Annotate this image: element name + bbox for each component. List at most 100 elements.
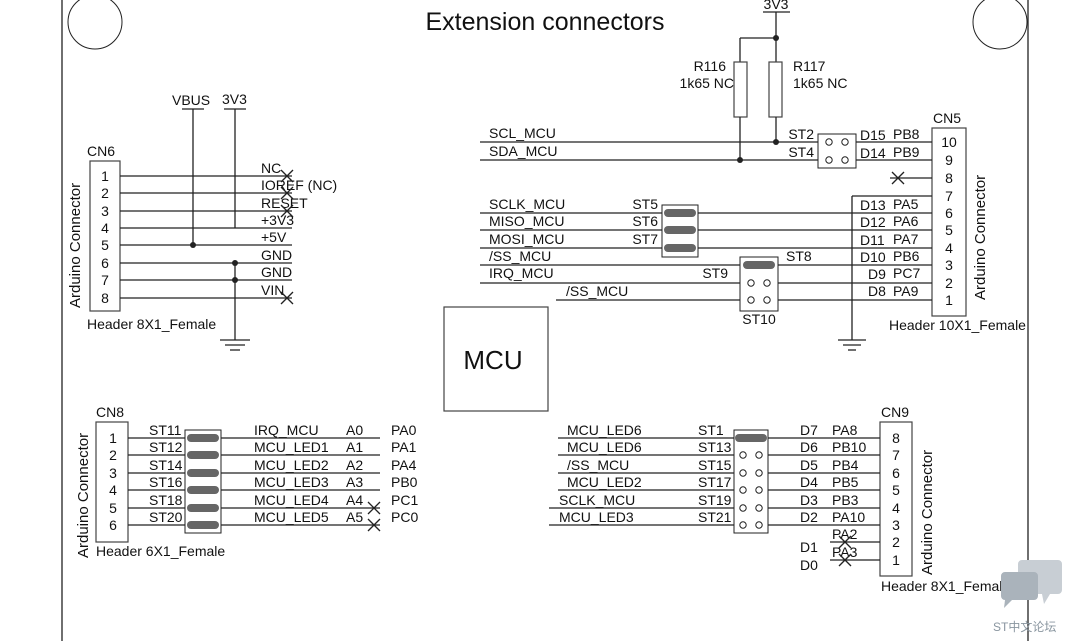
jumper-label: ST9 bbox=[702, 265, 728, 281]
jumper-closed bbox=[187, 469, 219, 477]
cn6-ref: CN6 bbox=[87, 143, 115, 159]
cn9-footer: Header 8X1_Female bbox=[881, 578, 1010, 594]
jumper-open bbox=[755, 469, 763, 477]
net-label: /SS_MCU bbox=[567, 457, 629, 473]
jumper-closed bbox=[664, 244, 696, 252]
port-label: PA10 bbox=[832, 509, 865, 525]
net-label: MCU_LED3 bbox=[254, 474, 329, 490]
port-label: PB5 bbox=[832, 474, 859, 490]
cn9-pin-number: 1 bbox=[892, 552, 900, 568]
jumper-open bbox=[739, 504, 747, 512]
jumper-label: ST21 bbox=[698, 509, 732, 525]
jumper-label: ST14 bbox=[149, 457, 183, 473]
mounting-hole-left bbox=[67, 0, 123, 50]
jumper-closed bbox=[187, 451, 219, 459]
jumper-label: ST4 bbox=[788, 144, 814, 160]
resistor-r116 bbox=[733, 61, 748, 118]
jumper-label: ST18 bbox=[149, 492, 183, 508]
net-label: IRQ_MCU bbox=[254, 422, 319, 438]
jumper-open bbox=[747, 296, 755, 304]
net-label: SDA_MCU bbox=[489, 143, 557, 159]
jumper-label: ST16 bbox=[149, 474, 183, 490]
cn6-signal-label: IOREF (NC) bbox=[261, 177, 337, 193]
no-connect-mark bbox=[367, 501, 381, 515]
cn8-side-label: Arduino Connector bbox=[75, 433, 92, 558]
cn9-header bbox=[879, 421, 913, 577]
arduino-pin-label: A3 bbox=[346, 474, 363, 490]
cn6-signal-label: VIN bbox=[261, 282, 284, 298]
cn8-pin-number: 5 bbox=[109, 500, 117, 516]
cn6-pin-number: 1 bbox=[101, 168, 109, 184]
net-label: SCLK_MCU bbox=[489, 196, 565, 212]
r117-ref: R117 bbox=[793, 58, 826, 74]
jumper-open bbox=[755, 486, 763, 494]
port-label: PC1 bbox=[391, 492, 418, 508]
arduino-pin-label: D3 bbox=[800, 492, 818, 508]
jumper-open bbox=[825, 138, 833, 146]
port-label: PC7 bbox=[893, 265, 920, 281]
r116-value: 1k65 NC bbox=[680, 75, 734, 91]
jumper-label: ST12 bbox=[149, 439, 183, 455]
port-label: PB9 bbox=[893, 144, 920, 160]
cn6-signal-label: GND bbox=[261, 247, 292, 263]
net-label: MCU_LED6 bbox=[567, 439, 642, 455]
arduino-pin-label: D14 bbox=[860, 145, 886, 161]
mounting-hole-right bbox=[972, 0, 1028, 50]
r116-ref: R116 bbox=[694, 58, 727, 74]
cn9-pin-number: 4 bbox=[892, 500, 900, 516]
cn8-pin-number: 3 bbox=[109, 465, 117, 481]
cn6-pin-number: 5 bbox=[101, 237, 109, 253]
jumper-label: ST10 bbox=[742, 311, 776, 327]
arduino-pin-label: D13 bbox=[860, 197, 886, 213]
arduino-pin-label: D4 bbox=[800, 474, 818, 490]
cn9-side-label: Arduino Connector bbox=[919, 450, 936, 575]
arduino-pin-label: D12 bbox=[860, 214, 886, 230]
v3v3-label: 3V3 bbox=[222, 91, 247, 107]
arduino-pin-label: D0 bbox=[800, 557, 818, 573]
cn6-footer: Header 8X1_Female bbox=[87, 316, 216, 332]
no-connect-mark bbox=[280, 204, 294, 218]
jumper-label: ST19 bbox=[698, 492, 732, 508]
top-3v3-label: 3V3 bbox=[764, 0, 789, 12]
jumper-open bbox=[841, 156, 849, 164]
cn9-pin-number: 7 bbox=[892, 447, 900, 463]
jumper-closed bbox=[664, 226, 696, 234]
port-label: PA3 bbox=[832, 544, 858, 560]
st5-st7-jumper-frame bbox=[661, 204, 699, 258]
diagram-title: Extension connectors bbox=[425, 8, 664, 36]
jumper-open bbox=[825, 156, 833, 164]
no-connect-mark bbox=[838, 535, 852, 549]
cn5-pin-number: 5 bbox=[945, 222, 953, 238]
cn6-pin-number: 7 bbox=[101, 272, 109, 288]
arduino-pin-label: D2 bbox=[800, 509, 818, 525]
cn5-pin-number: 2 bbox=[945, 275, 953, 291]
jumper-closed bbox=[187, 434, 219, 442]
jumper-open bbox=[747, 279, 755, 287]
cn9-pin-number: 3 bbox=[892, 517, 900, 533]
arduino-pin-label: D10 bbox=[860, 249, 886, 265]
cn6-pin-number: 6 bbox=[101, 255, 109, 271]
junction-dot bbox=[190, 242, 196, 248]
forum-logo-icon bbox=[1001, 560, 1062, 608]
cn6-side-label: Arduino Connector bbox=[67, 183, 84, 308]
port-label: PB6 bbox=[893, 248, 920, 264]
cn8-ref: CN8 bbox=[96, 404, 124, 420]
jumper-open bbox=[755, 504, 763, 512]
port-label: PB10 bbox=[832, 439, 866, 455]
no-connect-mark bbox=[838, 553, 852, 567]
jumper-open bbox=[739, 521, 747, 529]
st2-st4-jumper-frame bbox=[817, 133, 857, 169]
arduino-pin-label: A5 bbox=[346, 509, 363, 525]
cn5-pin-number: 9 bbox=[945, 152, 953, 168]
jumper-label: ST2 bbox=[788, 126, 814, 142]
mcu-block bbox=[443, 306, 549, 412]
arduino-pin-label: A0 bbox=[346, 422, 363, 438]
jumper-closed bbox=[743, 261, 775, 269]
jumper-label: ST13 bbox=[698, 439, 732, 455]
arduino-pin-label: A4 bbox=[346, 492, 363, 508]
cn6-signal-label: NC bbox=[261, 160, 281, 176]
cn6-pin-number: 3 bbox=[101, 203, 109, 219]
jumper-closed bbox=[187, 486, 219, 494]
cn5-pin-number: 4 bbox=[945, 240, 953, 256]
